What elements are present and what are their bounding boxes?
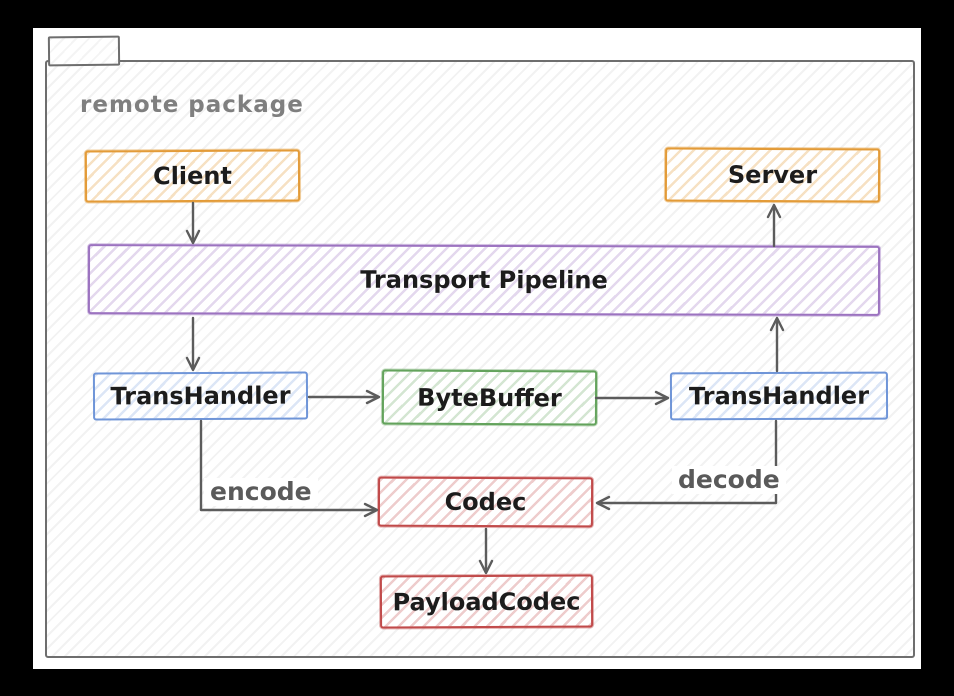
node-codec: Codec [377, 476, 594, 528]
edge-label-encode: encode [204, 478, 318, 506]
node-transhandler-left: TransHandler [92, 371, 309, 421]
node-transhandler-right: TransHandler [669, 371, 889, 421]
node-server: Server [664, 147, 881, 203]
package-label: remote package [80, 92, 304, 118]
package-folder-tab [47, 35, 121, 67]
node-bytebuffer: ByteBuffer [381, 369, 598, 426]
node-client: Client [84, 149, 301, 203]
edge-label-decode: decode [672, 466, 786, 494]
node-transport-pipeline: Transport Pipeline [87, 244, 881, 316]
node-payloadcodec: PayloadCodec [379, 574, 594, 629]
